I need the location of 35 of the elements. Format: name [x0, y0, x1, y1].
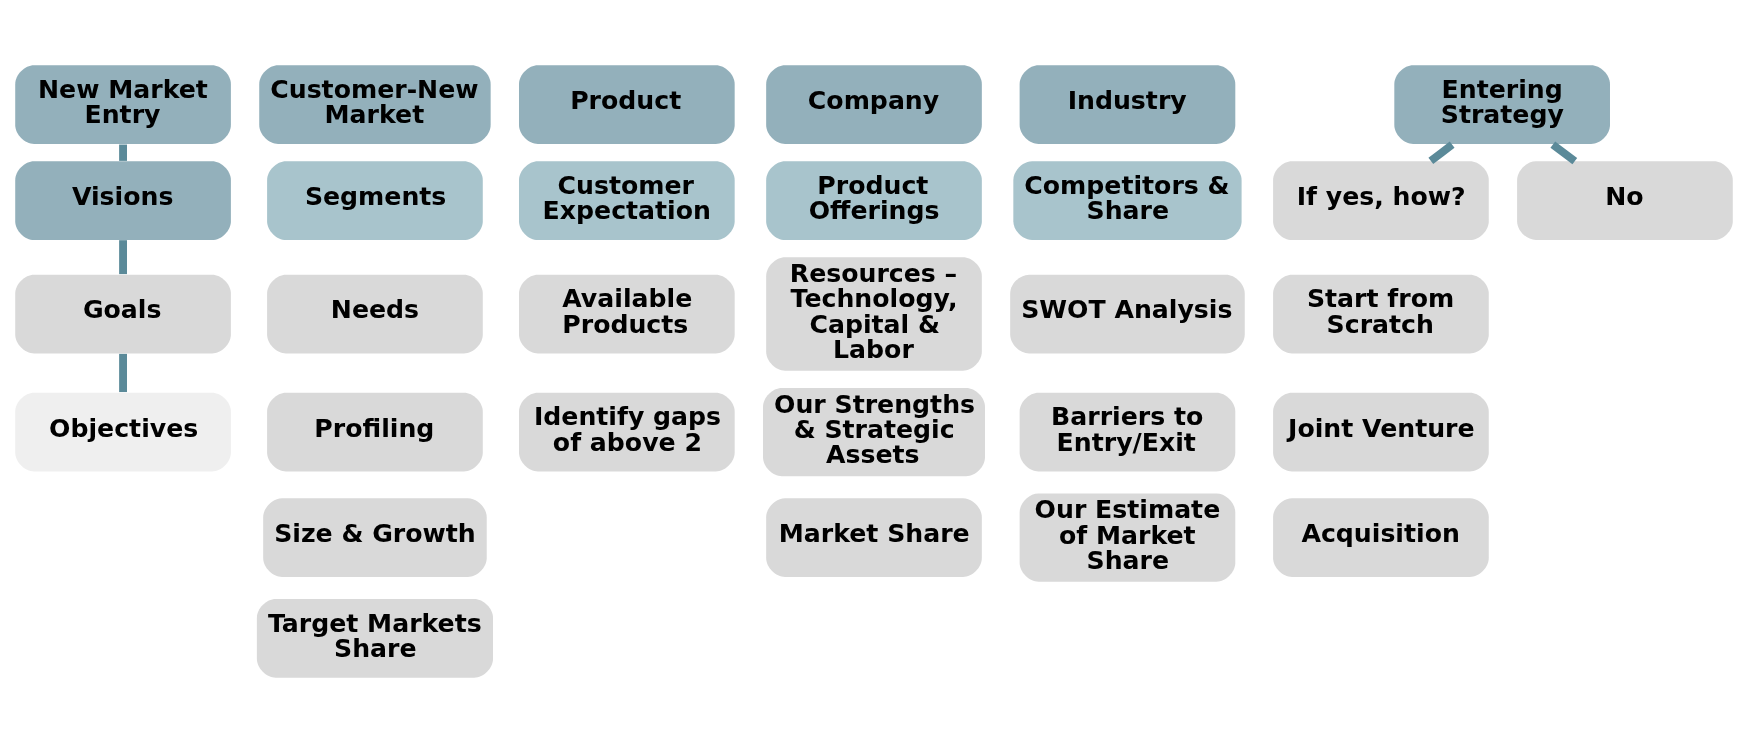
node-box: Our Strengths & Strategic Assets [763, 388, 985, 477]
node-box: Goals [15, 274, 231, 354]
node-box: Product [519, 65, 735, 144]
connector [1428, 141, 1455, 164]
node-box: Visions [15, 161, 231, 241]
node-box: Barriers to Entry/Exit [1019, 392, 1236, 472]
node-box: Target Markets Share [256, 599, 493, 678]
connector [119, 240, 127, 275]
connector [119, 353, 127, 393]
node-box: Product Offerings [766, 161, 982, 241]
node-box: Segments [267, 161, 483, 241]
node-box: SWOT Analysis [1010, 274, 1245, 354]
node-box: Identify gaps of above 2 [519, 392, 735, 472]
node-box: Company [766, 65, 982, 144]
node-box: Resources – Technology, Capital & Labor [766, 257, 982, 371]
connector [1550, 141, 1578, 165]
node-box: Joint Venture [1273, 392, 1489, 472]
node-box: Available Products [519, 274, 735, 354]
node-box: Entering Strategy [1394, 65, 1610, 144]
node-box: Competitors & Share [1013, 161, 1242, 241]
node-box: Our Estimate of Market Share [1019, 493, 1236, 582]
connector [119, 144, 127, 161]
node-box: Needs [267, 274, 483, 354]
node-box: Profiling [267, 392, 483, 472]
node-box: Start from Scratch [1273, 274, 1489, 354]
node-box: Customer-New Market [259, 65, 491, 144]
node-box: No [1517, 161, 1733, 241]
node-box: Size & Growth [263, 498, 487, 577]
node-box: New Market Entry [15, 65, 231, 144]
node-box: Acquisition [1273, 498, 1489, 577]
node-box: Market Share [766, 498, 982, 577]
node-box: If yes, how? [1273, 161, 1489, 241]
node-box: Customer Expectation [519, 161, 735, 241]
node-box: Industry [1019, 65, 1236, 144]
node-box: Objectives [15, 392, 231, 472]
